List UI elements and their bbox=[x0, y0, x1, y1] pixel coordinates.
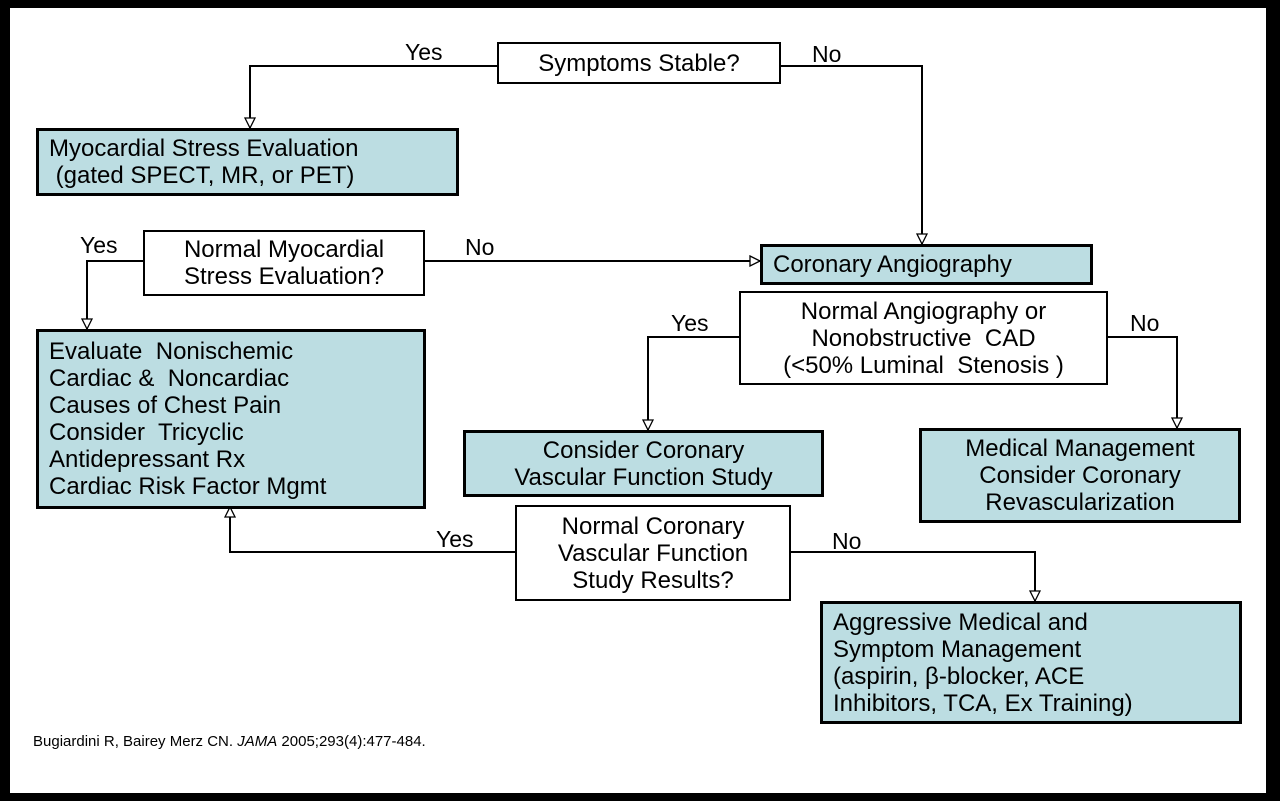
arrow-normal-stress-yes bbox=[87, 260, 143, 329]
citation-journal: JAMA bbox=[237, 733, 278, 750]
aggressive-management-box: Aggressive Medical and Symptom Managemen… bbox=[820, 601, 1242, 724]
medical-management-box: Medical Management Consider Coronary Rev… bbox=[919, 428, 1241, 523]
arrow-angio-yes bbox=[648, 336, 739, 430]
normal-stress-evaluation-question: Normal Myocardial Stress Evaluation? bbox=[143, 230, 425, 296]
label-cvfs-no: No bbox=[832, 528, 862, 554]
arrow-cvfs-yes bbox=[230, 507, 515, 553]
consider-cvfs-box: Consider Coronary Vascular Function Stud… bbox=[463, 430, 824, 497]
label-normal-stress-no: No bbox=[465, 234, 495, 260]
arrow-cvfs-no bbox=[791, 551, 1035, 601]
citation-reference: 2005;293(4):477-484. bbox=[277, 733, 426, 750]
label-cvfs-yes: Yes bbox=[436, 526, 474, 552]
label-stable-no: No bbox=[812, 41, 842, 67]
symptoms-stable-question: Symptoms Stable? bbox=[497, 42, 781, 84]
coronary-angiography-box: Coronary Angiography bbox=[760, 244, 1093, 285]
label-stable-yes: Yes bbox=[405, 39, 443, 65]
citation: Bugiardini R, Bairey Merz CN. JAMA 2005;… bbox=[33, 733, 426, 750]
label-angio-no: No bbox=[1130, 310, 1160, 336]
label-normal-stress-yes: Yes bbox=[80, 232, 118, 258]
arrow-stable-no bbox=[781, 65, 922, 244]
myocardial-stress-evaluation-box: Myocardial Stress Evaluation (gated SPEC… bbox=[36, 128, 459, 196]
arrow-stable-yes bbox=[250, 65, 497, 128]
label-angio-yes: Yes bbox=[671, 310, 709, 336]
normal-cvfs-results-question: Normal Coronary Vascular Function Study … bbox=[515, 505, 791, 601]
arrow-angio-no bbox=[1108, 336, 1177, 428]
citation-authors: Bugiardini R, Bairey Merz CN. bbox=[33, 733, 238, 750]
normal-angiography-question: Normal Angiography or Nonobstructive CAD… bbox=[739, 291, 1108, 385]
evaluate-nonischemic-box: Evaluate Nonischemic Cardiac & Noncardia… bbox=[36, 329, 426, 509]
